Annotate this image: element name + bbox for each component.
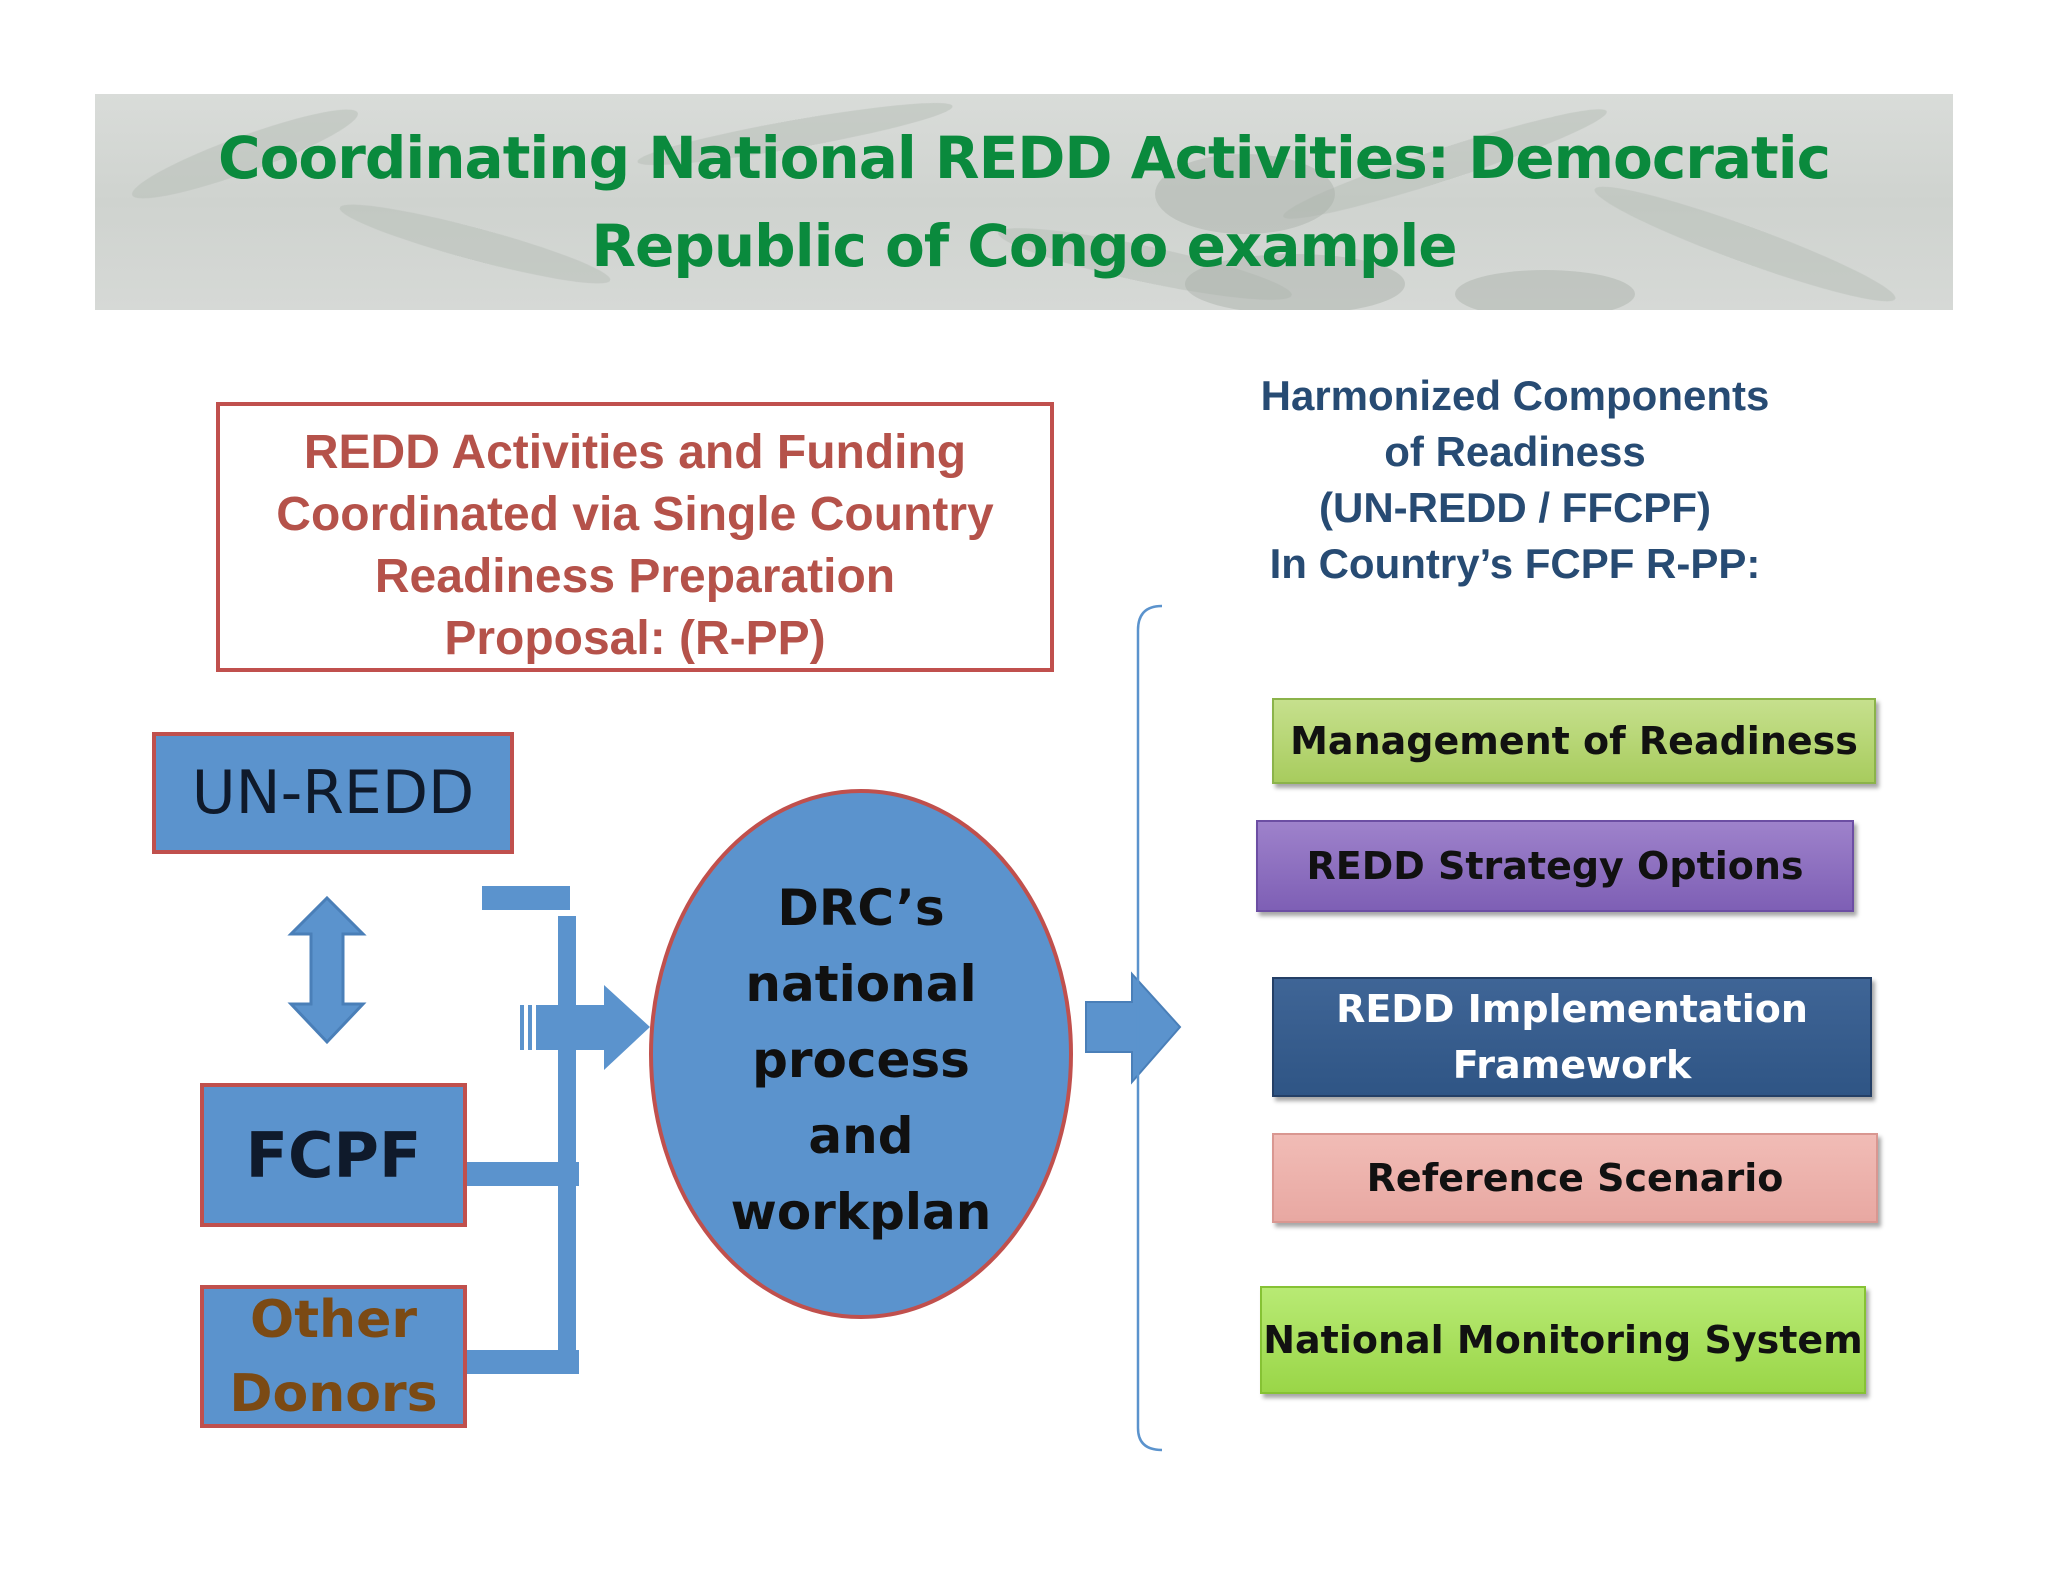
coordination-line-1: REDD Activities and Funding xyxy=(303,426,967,479)
component-implementation-line-1: REDD Implementation xyxy=(1336,987,1808,1031)
component-implementation: REDD Implementation Framework xyxy=(1272,977,1872,1097)
component-strategy-label: REDD Strategy Options xyxy=(1306,844,1804,888)
foliage-background xyxy=(132,102,1896,310)
component-management-label: Management of Readiness xyxy=(1290,719,1858,763)
national-process-line-2: national xyxy=(745,955,977,1013)
component-implementation-line-2: Framework xyxy=(1452,1043,1692,1087)
coordination-line-2: Coordinated via Single Country xyxy=(276,488,994,541)
title-line-1: Coordinating National REDD Activities: D… xyxy=(218,124,1831,192)
other-donors-line-1: Other xyxy=(249,1289,417,1350)
component-monitoring: National Monitoring System xyxy=(1260,1286,1866,1394)
national-process-line-4: and xyxy=(808,1107,914,1165)
connector-fcpf-bar xyxy=(467,1162,579,1186)
harmonized-line-2: of Readiness xyxy=(1384,428,1646,475)
national-process-line-3: process xyxy=(752,1031,970,1089)
coordination-box: REDD Activities and Funding Coordinated … xyxy=(216,402,1054,672)
coordination-line-4: Proposal: (R-PP) xyxy=(444,612,826,665)
national-process-ellipse xyxy=(649,789,1073,1319)
title-banner: Coordinating National REDD Activities: D… xyxy=(95,94,1953,310)
national-process-line-5: workplan xyxy=(730,1183,992,1241)
unredd-label: UN-REDD xyxy=(191,758,475,828)
harmonized-line-1: Harmonized Components xyxy=(1260,372,1770,419)
connector-donors-bar xyxy=(467,1350,579,1374)
connector-top-bar xyxy=(482,886,570,910)
fcpf-box: FCPF xyxy=(200,1083,467,1227)
title-line-2: Republic of Congo example xyxy=(591,212,1457,280)
harmonized-heading: Harmonized Components of Readiness (UN-R… xyxy=(1170,368,1860,592)
component-reference: Reference Scenario xyxy=(1272,1133,1878,1223)
double-arrow-icon xyxy=(287,895,367,1045)
national-process-line-1: DRC’s xyxy=(777,879,945,937)
fcpf-label: FCPF xyxy=(245,1118,422,1192)
bracket-icon xyxy=(1136,604,1163,1452)
component-monitoring-label: National Monitoring System xyxy=(1263,1318,1863,1362)
component-management: Management of Readiness xyxy=(1272,698,1876,784)
national-process-label: DRC’s national process and workplan xyxy=(655,870,1067,1250)
harmonized-line-4: In Country’s FCPF R-PP: xyxy=(1269,540,1761,587)
component-reference-label: Reference Scenario xyxy=(1366,1156,1784,1200)
harmonized-line-3: (UN-REDD / FFCPF) xyxy=(1319,484,1711,531)
coordination-line-3: Readiness Preparation xyxy=(374,550,896,603)
component-strategy: REDD Strategy Options xyxy=(1256,820,1854,912)
arrow-to-ellipse-icon xyxy=(520,985,650,1070)
other-donors-line-2: Donors xyxy=(229,1363,438,1424)
page-title: Coordinating National REDD Activities: D… xyxy=(95,114,1953,290)
other-donors-box: Other Donors xyxy=(200,1285,467,1428)
connector-vertical-spine xyxy=(558,916,576,1354)
arrow-to-components-icon xyxy=(1085,971,1182,1085)
unredd-box: UN-REDD xyxy=(152,732,514,854)
